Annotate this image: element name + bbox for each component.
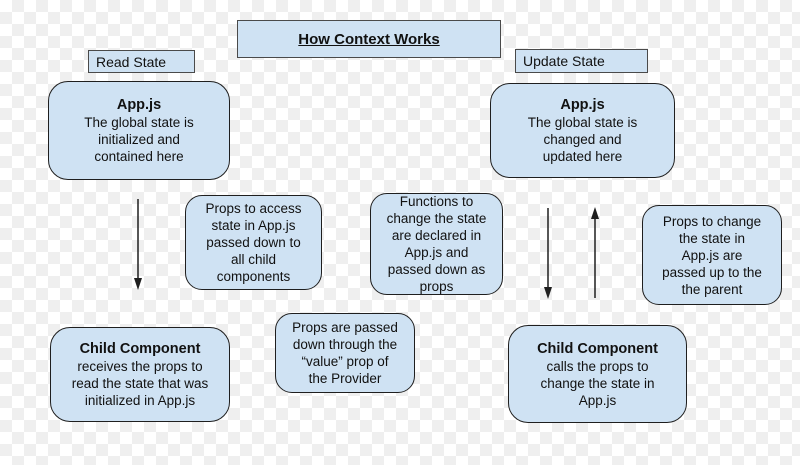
update-state-label: Update State [515, 49, 648, 73]
node-body: calls the props to change the state in A… [540, 358, 655, 408]
note-props-access: Props to access state in App.js passed d… [185, 195, 322, 290]
node-body: The global state is initialized and cont… [84, 115, 194, 164]
note-functions-declared: Functions to change the state are declar… [370, 193, 503, 295]
note-text: Props to change the state in App.js are … [662, 213, 762, 297]
diagram-title: How Context Works [298, 30, 440, 48]
node-heading: Child Component [537, 340, 658, 357]
read-state-label-text: Read State [96, 53, 167, 70]
note-provider-value-prop: Props are passed down through the “value… [275, 313, 415, 393]
node-heading: Child Component [79, 341, 201, 357]
title-box: How Context Works [237, 20, 501, 58]
node-app-js-update: App.js The global state is changed and u… [490, 83, 675, 178]
read-state-label: Read State [88, 50, 195, 73]
node-child-component-update: Child Component calls the props to chang… [508, 325, 687, 423]
arrow-down-read-icon [134, 199, 142, 290]
node-child-component-read: Child Component receives the props to re… [50, 327, 230, 422]
node-body: The global state is changed and updated … [527, 115, 638, 164]
note-text: Props to access state in App.js passed d… [205, 201, 302, 284]
note-text: Functions to change the state are declar… [386, 194, 487, 294]
node-body: receives the props to read the state tha… [71, 359, 209, 408]
node-app-js-read: App.js The global state is initialized a… [48, 81, 230, 180]
node-heading: App.js [560, 97, 605, 113]
note-props-change: Props to change the state in App.js are … [642, 205, 782, 305]
note-text: Props are passed down through the “value… [292, 320, 398, 386]
arrow-up-update-icon [591, 207, 599, 298]
arrow-down-update-icon [544, 208, 552, 299]
update-state-label-text: Update State [523, 53, 605, 69]
node-heading: App.js [116, 97, 162, 113]
